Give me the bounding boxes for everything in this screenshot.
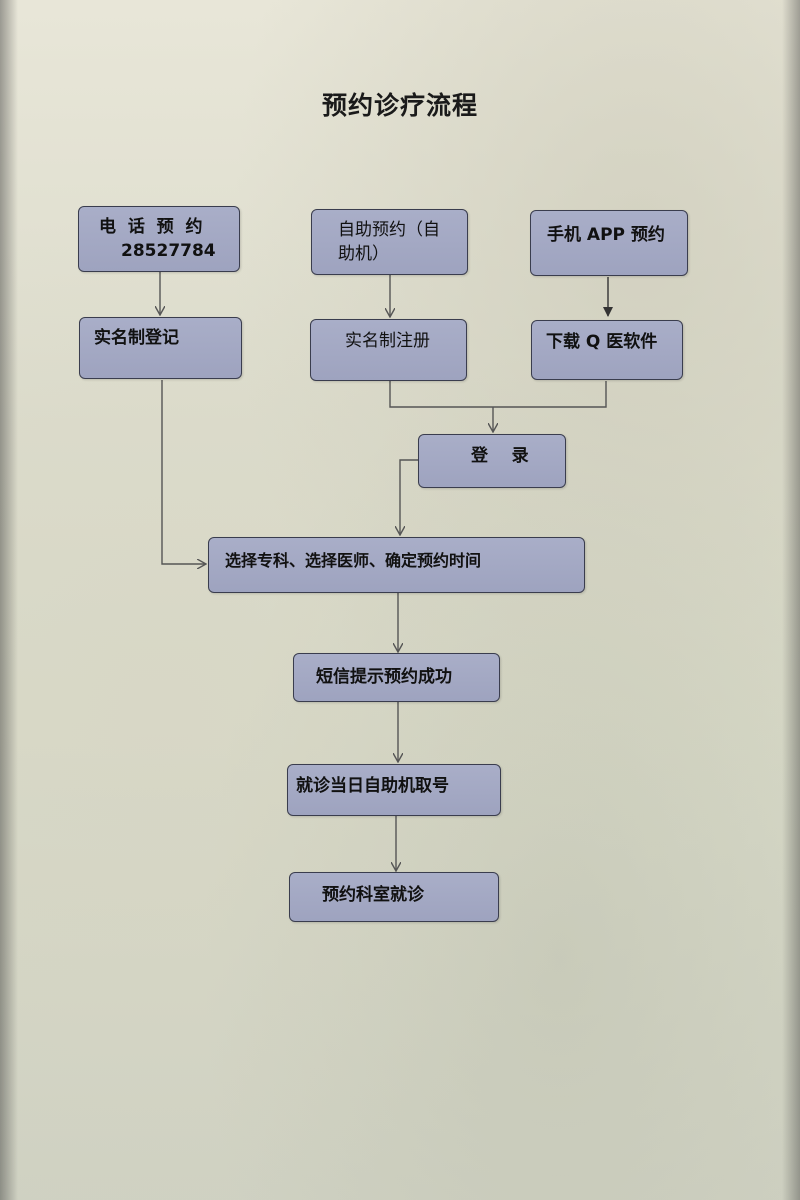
arrow-login-to-select <box>400 459 418 534</box>
merge-line-to-login <box>389 381 607 408</box>
node-login: 登 录 <box>418 434 566 488</box>
node-department-visit: 预约科室就诊 <box>289 872 499 922</box>
node-sms-confirmation: 短信提示预约成功 <box>293 653 500 702</box>
node-login-label: 登 录 <box>471 446 529 466</box>
node-download-app: 下载 Q 医软件 <box>531 320 683 380</box>
photo-edge-left <box>0 0 18 1200</box>
node-kiosk-appointment: 自助预约（自 助机） <box>311 209 468 275</box>
node-kiosk-line2: 助机） <box>338 244 389 264</box>
node-phone-appointment: 电 话 预 约 28527784 <box>78 206 240 272</box>
page-title: 预约诊疗流程 <box>321 91 478 120</box>
node-real-name-register: 实名制登记 <box>79 317 242 379</box>
node-app-label: 手机 APP 预约 <box>547 225 665 245</box>
node-select-department: 选择专科、选择医师、确定预约时间 <box>208 537 585 593</box>
node-phone-label: 电 话 预 约 <box>99 217 203 237</box>
node-kiosk-line1: 自助预约（自 <box>338 220 440 240</box>
node-phone-number: 28527784 <box>121 241 216 261</box>
node-ticket-label: 就诊当日自助机取号 <box>296 776 449 796</box>
node-ticket-pickup: 就诊当日自助机取号 <box>287 764 501 816</box>
node-app-appointment: 手机 APP 预约 <box>530 210 688 276</box>
node-real-name-signup: 实名制注册 <box>310 319 467 381</box>
node-select-label: 选择专科、选择医师、确定预约时间 <box>225 551 482 570</box>
arrow-register-to-select <box>161 380 205 564</box>
photo-edge-right <box>782 0 800 1200</box>
node-sms-label: 短信提示预约成功 <box>316 667 452 687</box>
node-visit-label: 预约科室就诊 <box>322 885 424 905</box>
node-register-label: 实名制登记 <box>94 328 179 348</box>
node-download-label: 下载 Q 医软件 <box>546 332 658 352</box>
node-signup-label: 实名制注册 <box>345 331 430 351</box>
